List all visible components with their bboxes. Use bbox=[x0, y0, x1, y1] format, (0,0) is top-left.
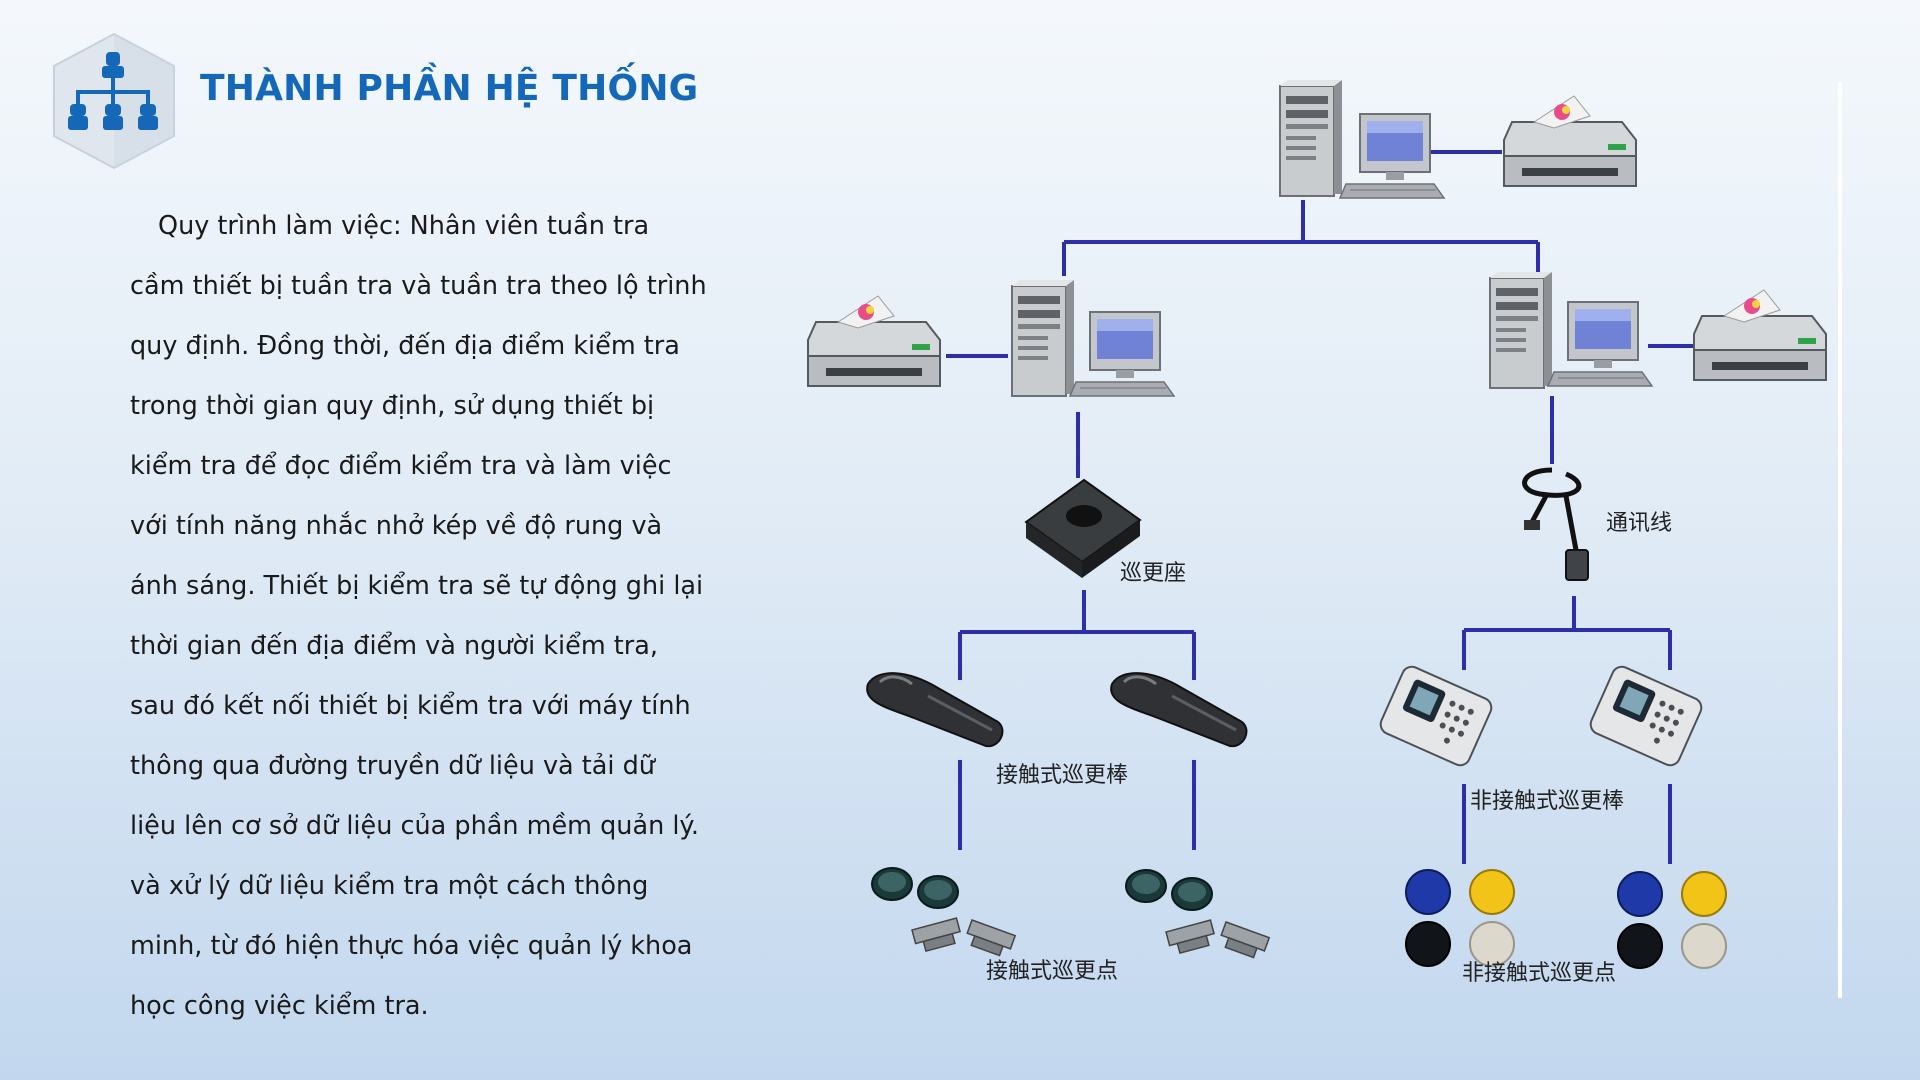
printer-top bbox=[1503, 95, 1637, 187]
contact-buttons-right-icon bbox=[1125, 869, 1271, 962]
label-patrol-base: 巡更座 bbox=[1120, 561, 1186, 586]
body-line: thời gian đến địa điểm và người kiểm tra… bbox=[130, 631, 658, 661]
label-cable: 通讯线 bbox=[1606, 511, 1672, 536]
logo bbox=[48, 30, 180, 172]
cable-icon bbox=[1522, 467, 1589, 581]
org-chart-icon bbox=[53, 32, 175, 170]
rfid-tags-left-icon bbox=[1405, 869, 1515, 967]
patrol-base-icon bbox=[1024, 478, 1142, 578]
network-lines bbox=[946, 150, 1698, 864]
body-line: thông qua đường truyền dữ liệu và tải dữ bbox=[130, 751, 655, 781]
reader-right-icon bbox=[1586, 662, 1706, 770]
printer-left bbox=[807, 295, 941, 387]
system-diagram: 巡更座 通讯线 接触式巡更棒 非接触式巡更棒 接触式巡更点 非接触式巡更点 bbox=[807, 79, 1827, 986]
body-line: trong thời gian quy định, sử dụng thiết … bbox=[130, 391, 655, 421]
body-line: minh, từ đó hiện thực hóa việc quản lý k… bbox=[130, 931, 693, 961]
body-line: Quy trình làm việc: Nhân viên tuần tra bbox=[158, 211, 650, 241]
body-paragraph: Quy trình làm việc: Nhân viên tuần tra c… bbox=[130, 196, 707, 1036]
server-left bbox=[1011, 279, 1175, 397]
server-top bbox=[1279, 79, 1445, 199]
body-line: cầm thiết bị tuần tra và tuần tra theo l… bbox=[130, 271, 707, 301]
page-title: THÀNH PHẦN HỆ THỐNG bbox=[200, 68, 699, 109]
body-line: ánh sáng. Thiết bị kiểm tra sẽ tự động g… bbox=[130, 571, 704, 601]
rfid-tags-right-icon bbox=[1617, 871, 1727, 969]
body-line: kiểm tra để đọc điểm kiểm tra và làm việ… bbox=[130, 451, 672, 481]
server-right bbox=[1489, 271, 1653, 389]
printer-right bbox=[1693, 289, 1827, 381]
label-noncontact-wand: 非接触式巡更棒 bbox=[1470, 789, 1624, 814]
label-contact-wand: 接触式巡更棒 bbox=[996, 763, 1128, 788]
contact-wand-right-icon bbox=[1109, 671, 1248, 748]
contact-buttons-left-icon bbox=[871, 867, 1017, 960]
contact-wand-left-icon bbox=[865, 671, 1004, 748]
body-line: sau đó kết nối thiết bị kiểm tra với máy… bbox=[130, 691, 691, 721]
body-line: với tính năng nhắc nhở kép về độ rung và bbox=[130, 511, 663, 541]
body-line: và xử lý dữ liệu kiểm tra một cách thông bbox=[130, 871, 649, 901]
label-contact-point: 接触式巡更点 bbox=[986, 959, 1118, 984]
body-line: liệu lên cơ sở dữ liệu của phần mềm quản… bbox=[130, 811, 699, 841]
divider-line bbox=[1838, 82, 1842, 998]
body-line: học công việc kiểm tra. bbox=[130, 991, 429, 1021]
label-noncontact-point: 非接触式巡更点 bbox=[1462, 961, 1616, 986]
reader-left-icon bbox=[1376, 662, 1496, 770]
body-line: quy định. Đồng thời, đến địa điểm kiểm t… bbox=[130, 331, 680, 361]
